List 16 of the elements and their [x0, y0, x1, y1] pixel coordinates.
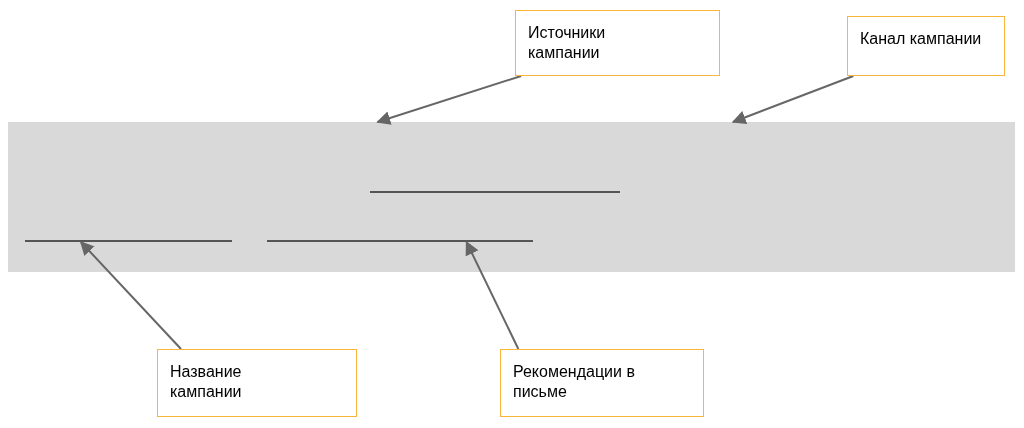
leader-arrow [731, 75, 855, 125]
callout-box [157, 349, 357, 417]
callout-box [515, 10, 720, 76]
leader-arrow [465, 240, 520, 350]
callout-box [847, 16, 1005, 76]
callout-text: Источники кампании [528, 23, 607, 63]
callout-text: Рекомендации в письме [513, 362, 636, 402]
leader-arrow [79, 241, 182, 350]
callout-text: Канал кампании [860, 29, 983, 49]
callout-text: Название кампании [170, 362, 243, 402]
leader-arrow [376, 75, 523, 125]
callout-box [500, 349, 704, 417]
underline [267, 240, 533, 242]
underline [370, 191, 620, 193]
url-band [8, 122, 1015, 272]
underline [25, 240, 232, 242]
